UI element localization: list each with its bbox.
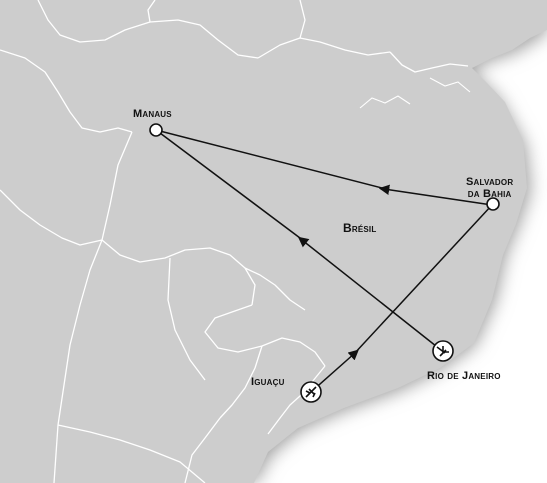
iguacu-airport-icon[interactable] — [300, 381, 322, 403]
country-borders — [0, 0, 468, 483]
coast-details — [359, 77, 471, 109]
city-label-manaus: Manaus — [133, 108, 172, 120]
manaus-marker[interactable] — [149, 123, 163, 137]
city-label-iguacu: Iguaçu — [251, 376, 285, 388]
route-rio-manaus-segment — [155, 129, 305, 242]
routes — [155, 129, 493, 393]
city-label-salvador: Salvador da Bahia — [466, 176, 513, 200]
route-salvador-manaus — [378, 184, 493, 206]
rio-airport-icon[interactable] — [432, 340, 454, 362]
city-label-rio: Rio de Janeiro — [427, 370, 501, 382]
city-label-salvador-line2: da Bahia — [467, 188, 512, 200]
route-salvador-manaus-segment — [155, 129, 387, 190]
salvador-marker[interactable] — [486, 197, 500, 211]
country-label: Brésil — [343, 221, 377, 235]
route-iguacu-salvador-segment — [352, 204, 493, 356]
city-label-salvador-line1: Salvador — [466, 176, 514, 188]
route-rio-manaus — [297, 236, 442, 351]
